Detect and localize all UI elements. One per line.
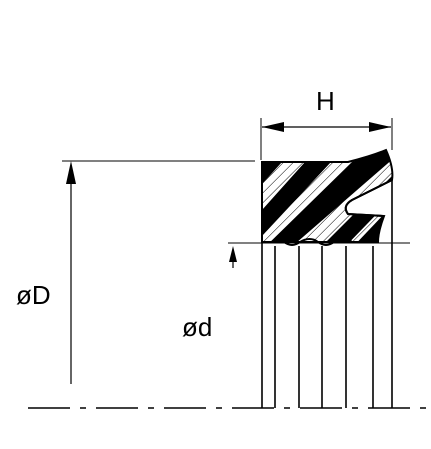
- inner-diameter-label: ød: [182, 312, 212, 342]
- height-dimension: [260, 118, 393, 160]
- inner-diameter-arrowhead: [229, 246, 237, 262]
- inner-diameter-dimension: [229, 246, 237, 268]
- outer-diameter-label: øD: [16, 280, 51, 310]
- height-label: H: [316, 86, 335, 116]
- height-arrowhead-right: [369, 122, 391, 132]
- seal-bottom-edge: [262, 238, 378, 246]
- seal-lip-groove: [344, 179, 393, 217]
- outer-diameter-dimension: [62, 160, 255, 384]
- height-arrowhead-left: [262, 122, 284, 132]
- rod-lines: [261, 180, 393, 408]
- outer-diameter-arrowhead: [66, 161, 76, 184]
- seal-profile: [261, 148, 394, 246]
